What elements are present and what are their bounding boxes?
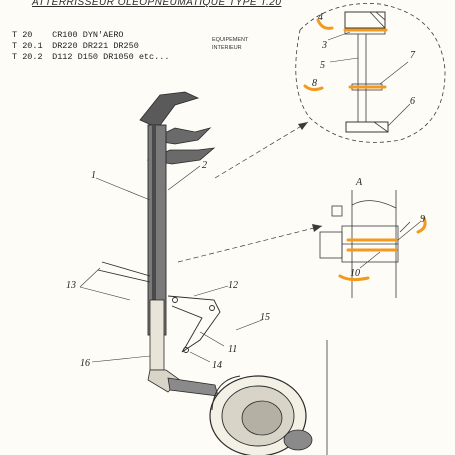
page-title: ATTERRISSEUR OLEOPNEUMATIQUE TYPE T.20 [32, 0, 282, 8]
equipment-note: EQUIPEMENT INTERIEUR [212, 36, 248, 52]
callout-2: 2 [202, 160, 207, 171]
model-code: T 20.1 [12, 41, 43, 51]
gear-leg [139, 91, 219, 397]
model-list: T 20 CR100 DYN'AERO T 20.1 DR220 DR221 D… [12, 30, 169, 63]
model-desc: CR100 DYN'AERO [52, 30, 124, 40]
callout-13: 13 [66, 280, 76, 291]
view-label-a: A [355, 177, 363, 188]
callout-8: 8 [312, 78, 317, 89]
model-code: T 20.2 [12, 52, 43, 62]
model-row: T 20.2 D112 D150 DR1050 etc... [12, 52, 169, 63]
callout-10: 10 [350, 268, 360, 279]
callout-leaders-view-a [359, 221, 421, 269]
model-desc: D112 D150 DR1050 etc... [52, 52, 170, 62]
detail-view-a [319, 190, 411, 298]
callout-16: 16 [80, 358, 90, 369]
callout-swoosh-10 [338, 274, 370, 282]
callout-swoosh-8 [303, 84, 324, 92]
callout-14: 14 [212, 360, 222, 371]
callout-6: 6 [410, 96, 415, 107]
orange-highlight-view-a [338, 216, 427, 282]
callout-15: 15 [260, 312, 270, 323]
wheel [209, 375, 313, 455]
orange-highlight-top [303, 18, 388, 92]
callout-leaders-top [327, 31, 411, 127]
callout-9: 9 [420, 214, 425, 225]
model-row: T 20 CR100 DYN'AERO [12, 30, 169, 41]
callout-11: 11 [228, 344, 237, 355]
callout-5: 5 [320, 60, 325, 71]
equipment-line: INTERIEUR [212, 45, 242, 51]
callout-4: 4 [318, 12, 323, 23]
equipment-line: EQUIPEMENT [212, 37, 249, 43]
torque-link [167, 295, 221, 353]
callout-1: 1 [91, 170, 96, 181]
callout-swoosh-4 [316, 18, 334, 30]
callout-swoosh-9 [416, 216, 427, 234]
model-desc: DR220 DR221 DR250 [52, 41, 139, 51]
model-code: T 20 [12, 30, 33, 40]
brake-cable [97, 261, 151, 283]
callout-7: 7 [410, 50, 416, 61]
detail-circle-top [295, 3, 446, 143]
model-row: T 20.1 DR220 DR221 DR250 [12, 41, 169, 52]
projection-arrows [177, 121, 323, 263]
callout-3: 3 [321, 40, 327, 51]
arrow-heads [298, 122, 322, 232]
callout-12: 12 [228, 280, 238, 291]
callout-leaders-main [79, 165, 263, 363]
